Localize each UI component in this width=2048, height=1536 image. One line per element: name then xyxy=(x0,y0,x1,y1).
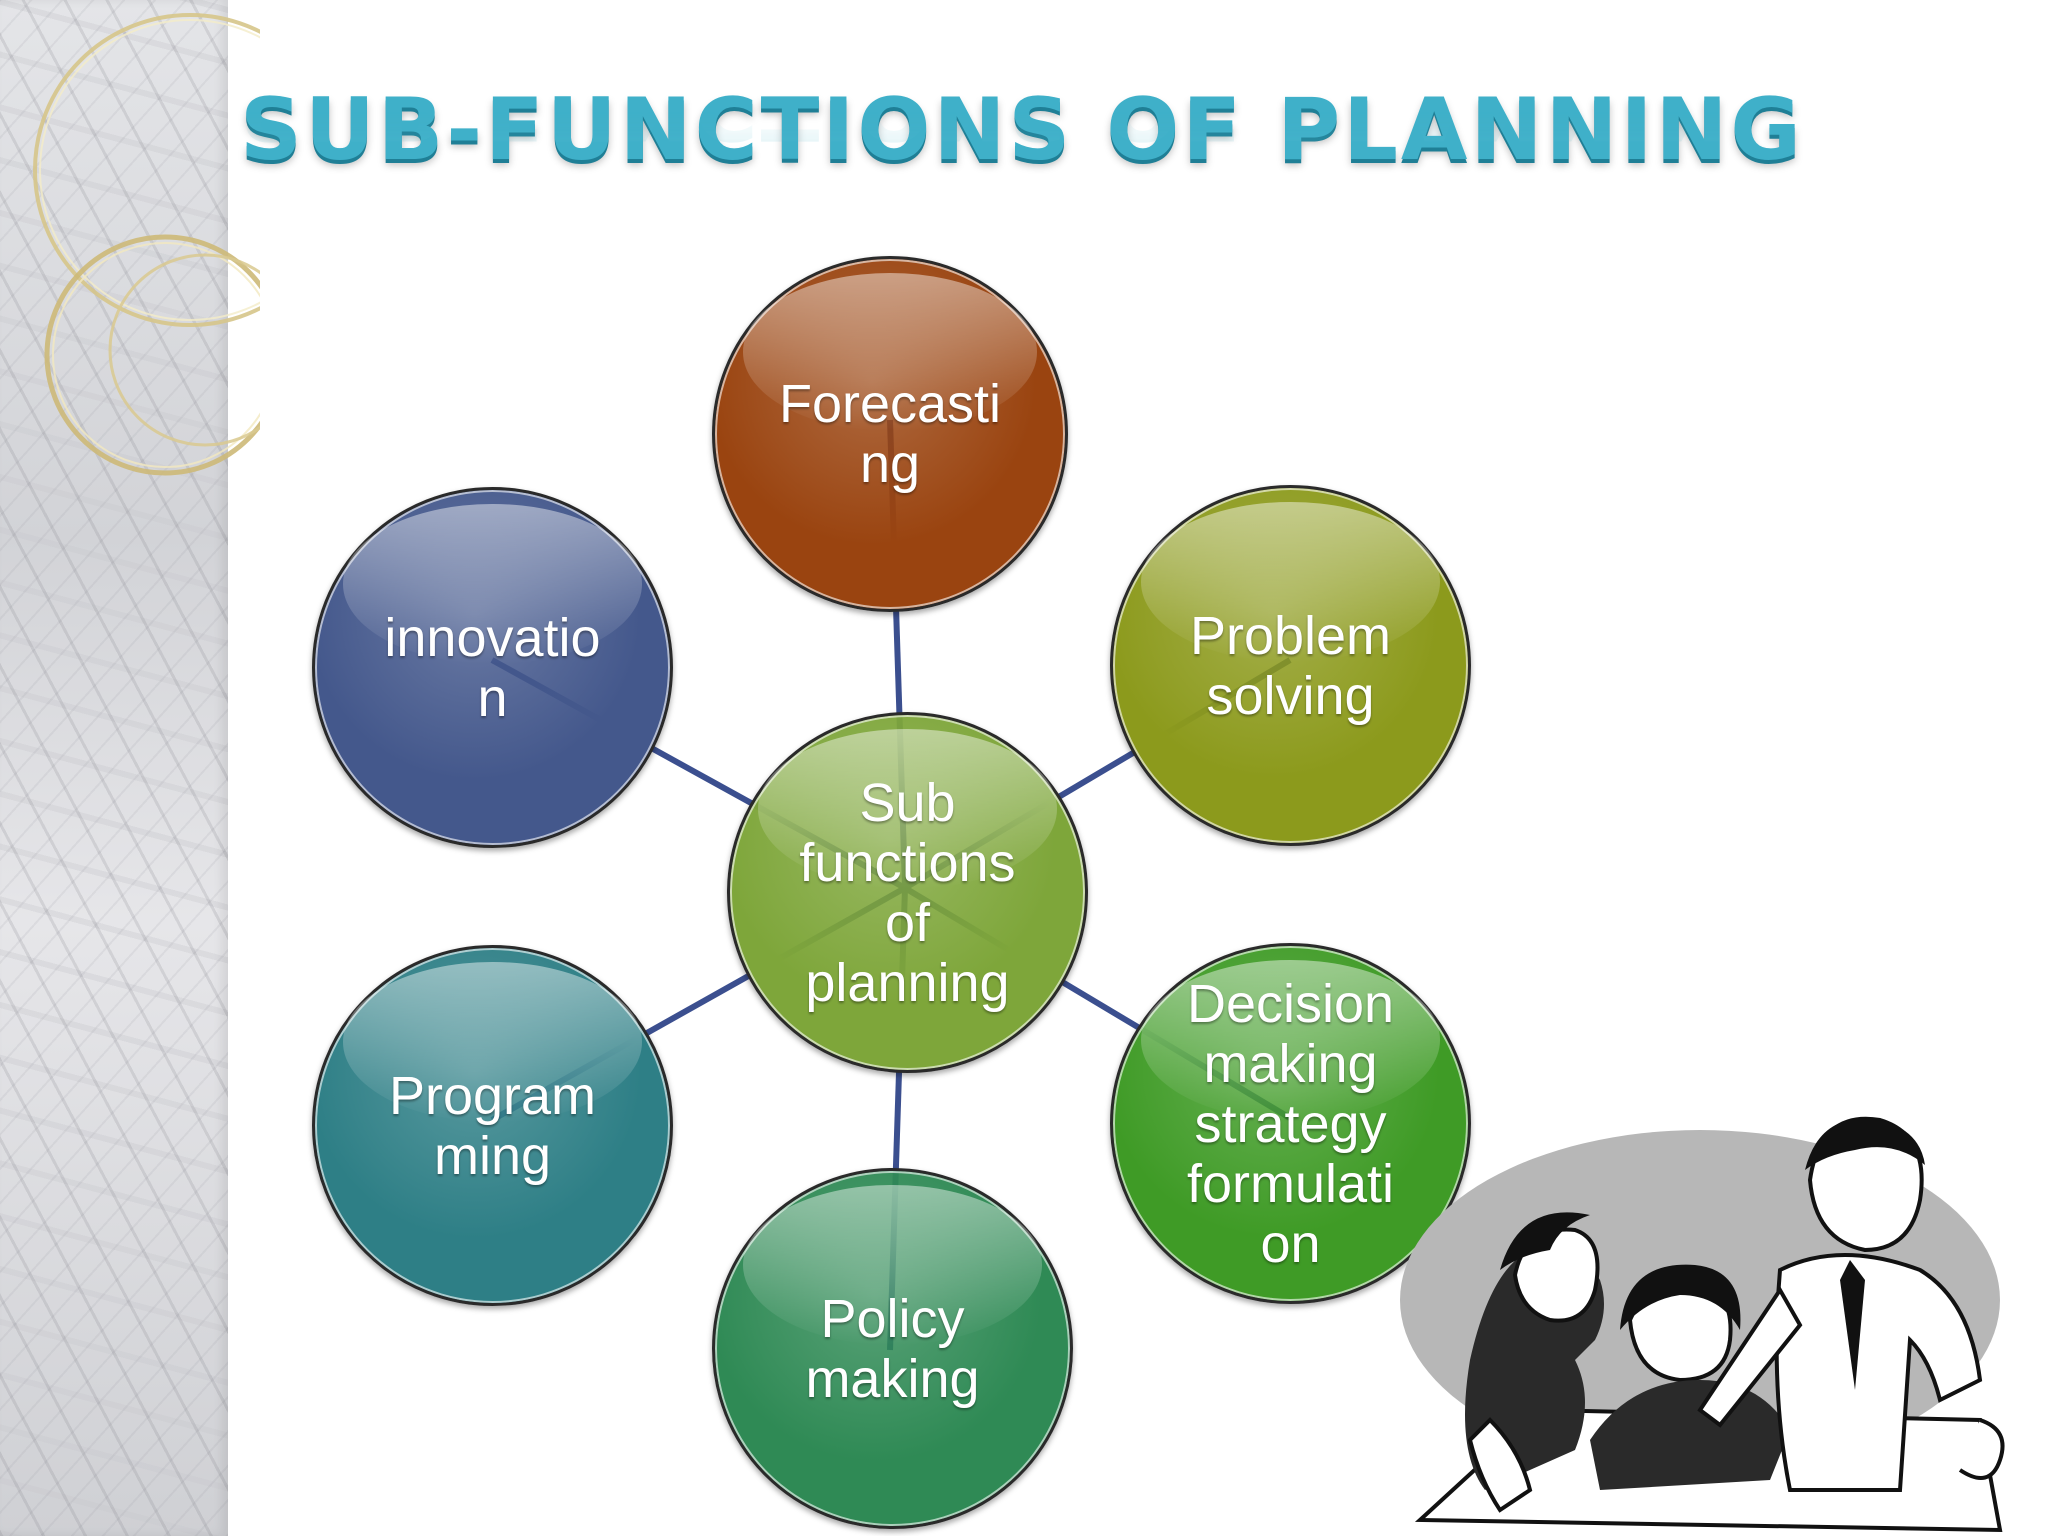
node-innovation-label: innovatio n xyxy=(384,607,601,728)
gold-rings-decoration xyxy=(33,13,260,476)
node-forecasting-label: Forecasti ng xyxy=(778,374,1002,494)
node-programming: Program ming xyxy=(312,945,673,1306)
node-programming-label: Program ming xyxy=(388,1065,597,1186)
slide-title: SUB-FUNCTIONS OF PLANNING xyxy=(240,80,1805,180)
node-center-label: Sub functions of planning xyxy=(799,772,1016,1013)
node-problem-solving-label: Problem solving xyxy=(1189,605,1392,726)
node-policy-making: Policy making xyxy=(712,1168,1073,1529)
node-forecasting: Forecasti ng xyxy=(712,256,1068,612)
node-problem-solving: Problem solving xyxy=(1110,485,1471,846)
node-center: Sub functions of planning xyxy=(727,712,1088,1073)
node-innovation: innovatio n xyxy=(312,487,673,848)
people-planning-clipart xyxy=(1400,1116,2005,1533)
node-decision-making: Decision making strategy formulati on xyxy=(1110,943,1471,1304)
node-decision-making-label: Decision making strategy formulati on xyxy=(1186,973,1395,1274)
node-policy-making-label: Policy making xyxy=(805,1288,980,1409)
